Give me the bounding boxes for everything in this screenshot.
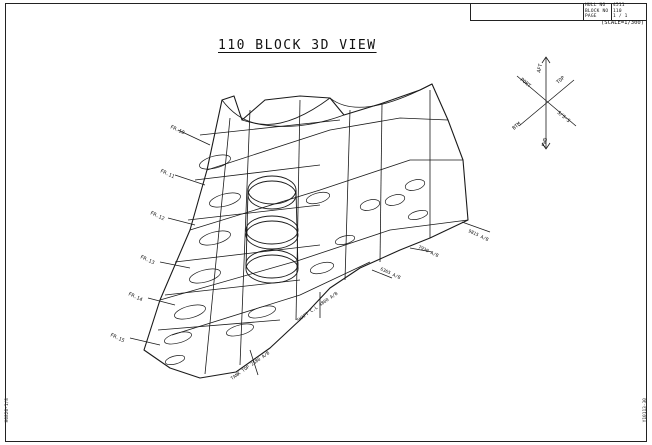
title-block: HULL NO 4511 BLOCK NO 110 PAGE 1 / 1 [470, 3, 646, 21]
title-block-divider [611, 3, 612, 20]
compass-label-top: TOP [555, 75, 566, 85]
dimension-label: 6365 A/B [379, 266, 401, 281]
dimension-label: TANK TOP 2580 A/B [230, 350, 271, 381]
frame-label: FR.14 [127, 291, 143, 303]
dimension-label: 7930 A/B [417, 244, 439, 259]
orientation-compass [516, 56, 577, 150]
compass-label-aft: AFT [536, 63, 544, 73]
hull-no-label: HULL NO [585, 3, 606, 8]
block-no-label: BLOCK NO [585, 8, 609, 14]
outer-hull [143, 83, 469, 379]
block-no-value: 110 [613, 8, 622, 14]
frame-label: FR.11 [159, 168, 175, 180]
title-block-divider [583, 3, 584, 20]
compass-label-port: PORT [519, 77, 532, 89]
frame-label: FR.15 [109, 332, 125, 344]
hull-no-value: 4511 [613, 3, 625, 8]
drawing-title: 110 BLOCK 3D VIEW [218, 38, 377, 53]
frame-label: FR.12 [149, 210, 165, 222]
frame-label: FR.13 [139, 254, 155, 266]
shaft-tunnel [245, 175, 299, 284]
drawing-border [5, 3, 647, 442]
page-label: PAGE [585, 14, 597, 19]
dimension-label: SHAFT C.L 4800 A/B [296, 291, 340, 324]
compass-label-ss: S/S-S [556, 110, 571, 124]
compass-label-fwd: FWD [541, 137, 549, 147]
frame-label: FR.10 [169, 124, 185, 136]
scale-note: (SCALE=1/300) [600, 20, 644, 26]
compass-label-btm: BTM [511, 121, 522, 131]
page-value: 1 / 1 [613, 14, 628, 19]
